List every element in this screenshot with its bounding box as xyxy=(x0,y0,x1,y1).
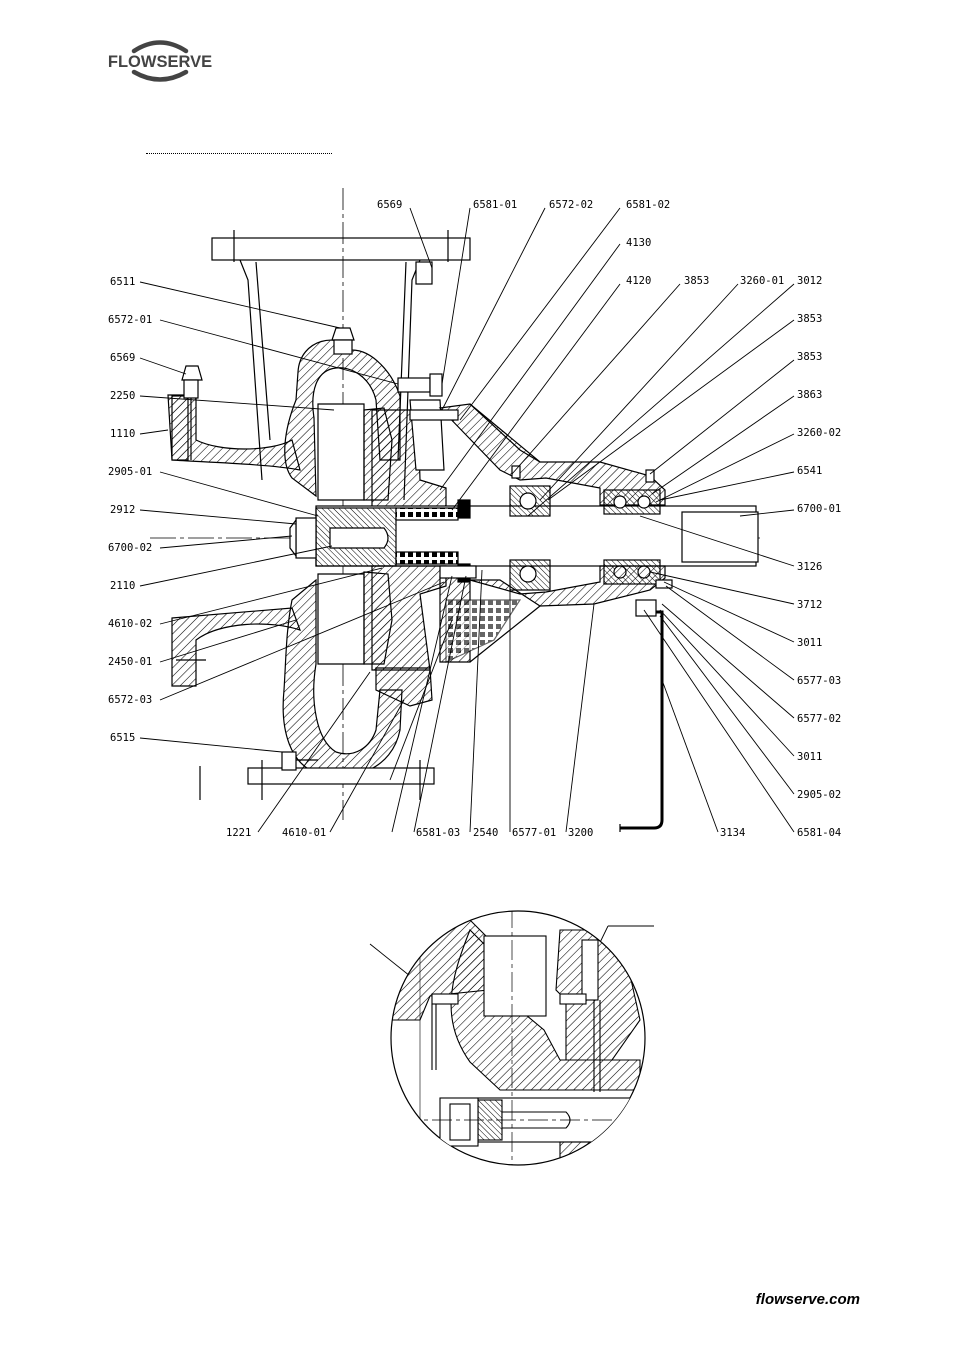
callout-3853-right-2: 3853 xyxy=(797,351,822,363)
callout-6700-02: 6700-02 xyxy=(108,542,152,554)
callout-3863: 3863 xyxy=(797,389,822,401)
callout-3853-top: 3853 xyxy=(684,275,709,287)
callout-2110: 2110 xyxy=(110,580,135,592)
callout-3011-1: 3011 xyxy=(797,637,822,649)
pump-assembly xyxy=(150,188,760,832)
callout-2250: 2250 xyxy=(110,390,135,402)
callout-4610-02: 4610-02 xyxy=(108,618,152,630)
footer-url[interactable]: flowserve.com xyxy=(755,1291,860,1308)
callout-6577-01: 6577-01 xyxy=(512,827,556,839)
detail-view xyxy=(390,910,646,1166)
dotted-rule xyxy=(146,153,332,154)
leader-lines xyxy=(139,207,795,1001)
callout-2540: 2540 xyxy=(473,827,498,839)
flowserve-logo: FLOWSERVE xyxy=(104,36,216,84)
callout-3712: 3712 xyxy=(797,599,822,611)
callout-6581-02: 6581-02 xyxy=(626,199,670,211)
callout-3126: 3126 xyxy=(797,561,822,573)
callout-labels: 6569 6581-01 6572-02 6581-02 4130 4120 3… xyxy=(108,199,841,839)
callout-6572-03: 6572-03 xyxy=(108,694,152,706)
callout-2905-02: 2905-02 xyxy=(797,789,841,801)
callout-3853-right-1: 3853 xyxy=(797,313,822,325)
callout-6572-01: 6572-01 xyxy=(108,314,152,326)
callout-6581-04: 6581-04 xyxy=(797,827,841,839)
callout-4130: 4130 xyxy=(626,237,651,249)
callout-3011-2: 3011 xyxy=(797,751,822,763)
callout-1110: 1110 xyxy=(110,428,135,440)
callout-6581-03: 6581-03 xyxy=(416,827,460,839)
callout-2905-01: 2905-01 xyxy=(108,466,152,478)
callout-1221: 1221 xyxy=(226,827,251,839)
callout-6511: 6511 xyxy=(110,276,135,288)
callout-3260-02: 3260-02 xyxy=(797,427,841,439)
callout-6541: 6541 xyxy=(797,465,822,477)
callout-4610-01: 4610-01 xyxy=(282,827,326,839)
callout-2450-01: 2450-01 xyxy=(108,656,152,668)
callout-6515: 6515 xyxy=(110,732,135,744)
callout-6581-01: 6581-01 xyxy=(473,199,517,211)
callout-3260-01: 3260-01 xyxy=(740,275,784,287)
callout-6577-02: 6577-02 xyxy=(797,713,841,725)
logo-wordmark: FLOWSERVE xyxy=(108,53,212,71)
callout-6577-03: 6577-03 xyxy=(797,675,841,687)
callout-6572-02: 6572-02 xyxy=(549,199,593,211)
callout-6569-top: 6569 xyxy=(377,199,402,211)
callout-6569-left: 6569 xyxy=(110,352,135,364)
callout-6700-01: 6700-01 xyxy=(797,503,841,515)
callout-3012: 3012 xyxy=(797,275,822,287)
callout-3134: 3134 xyxy=(720,827,745,839)
callout-2912: 2912 xyxy=(110,504,135,516)
callout-4120: 4120 xyxy=(626,275,651,287)
callout-3200: 3200 xyxy=(568,827,593,839)
